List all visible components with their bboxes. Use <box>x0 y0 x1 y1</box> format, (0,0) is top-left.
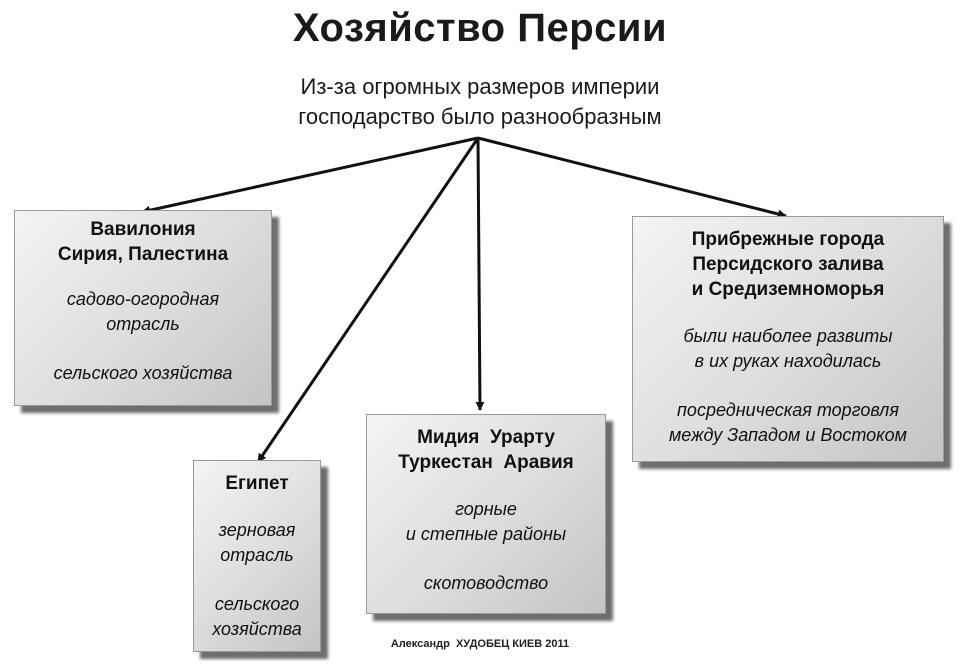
economy-description: посредническая торговля между Западом и … <box>633 398 943 448</box>
region-name: Вавилония Сирия, Палестина <box>15 217 271 267</box>
region-box-babylon: Вавилония Сирия, Палестина садово-огород… <box>14 210 272 406</box>
description-line: садово-огородная <box>66 289 220 309</box>
description-line: скотоводство <box>423 573 549 593</box>
author-credit: Александр ХУДОБЕЦ КИЕВ 2011 <box>390 638 570 650</box>
economy-description: скотоводство <box>367 571 605 596</box>
arrow-to-egypt <box>256 137 480 463</box>
subtitle-line: Из-за огромных размеров империи <box>300 74 660 99</box>
region-name-line: Прибрежные города <box>691 229 885 250</box>
region-name-line: Туркестан Аравия <box>398 452 574 473</box>
arrow-to-babylon <box>141 136 479 215</box>
diagram-title: Хозяйство Персии <box>292 6 668 50</box>
region-box-egypt: Египет зерновая отрасль сельского хозяйс… <box>193 460 321 652</box>
economy-description: сельского хозяйства <box>15 361 271 386</box>
description-line: горные <box>455 499 517 519</box>
economy-description: зерновая отрасль <box>194 518 320 568</box>
region-name-line: Персидского залива <box>692 254 884 275</box>
region-name-line: Египет <box>225 473 289 494</box>
region-name-line: Мидия Урарту <box>417 427 555 448</box>
description-line: отрасль <box>106 314 180 334</box>
description-line: сельского хозяйства <box>53 363 233 383</box>
arrow-to-coastal <box>477 136 787 219</box>
description-line: и степные районы <box>405 524 567 544</box>
description-line: были наиболее развиты <box>683 326 893 346</box>
description-line: посредническая торговля <box>677 400 899 420</box>
region-name-line: и Средиземноморья <box>691 279 885 300</box>
description-line: хозяйства <box>212 619 302 639</box>
region-name-line: Вавилония <box>90 219 196 240</box>
description-line: между Западом и Востоком <box>668 425 908 445</box>
economy-description: сельского хозяйства <box>194 592 320 642</box>
description-line: в их руках находилась <box>694 351 882 371</box>
region-name-line: Сирия, Палестина <box>57 244 229 265</box>
subtitle-line: господарство было разнообразным <box>298 104 662 129</box>
region-name: Египет <box>194 471 320 496</box>
region-box-coastal: Прибрежные города Персидского залива и С… <box>632 216 944 462</box>
economy-description: горные и степные районы <box>367 497 605 547</box>
arrow-to-media <box>475 137 485 411</box>
economy-description: садово-огородная отрасль <box>15 287 271 337</box>
region-box-media: Мидия Урарту Туркестан Аравия горные и с… <box>366 414 606 614</box>
diagram-subtitle: Из-за огромных размеров империи господар… <box>180 72 780 132</box>
description-line: отрасль <box>220 545 294 565</box>
region-name: Мидия Урарту Туркестан Аравия <box>367 425 605 475</box>
description-line: сельского <box>214 594 300 614</box>
economy-description: были наиболее развиты в их руках находил… <box>633 324 943 374</box>
description-line: зерновая <box>218 520 296 540</box>
region-name: Прибрежные города Персидского залива и С… <box>633 227 943 302</box>
